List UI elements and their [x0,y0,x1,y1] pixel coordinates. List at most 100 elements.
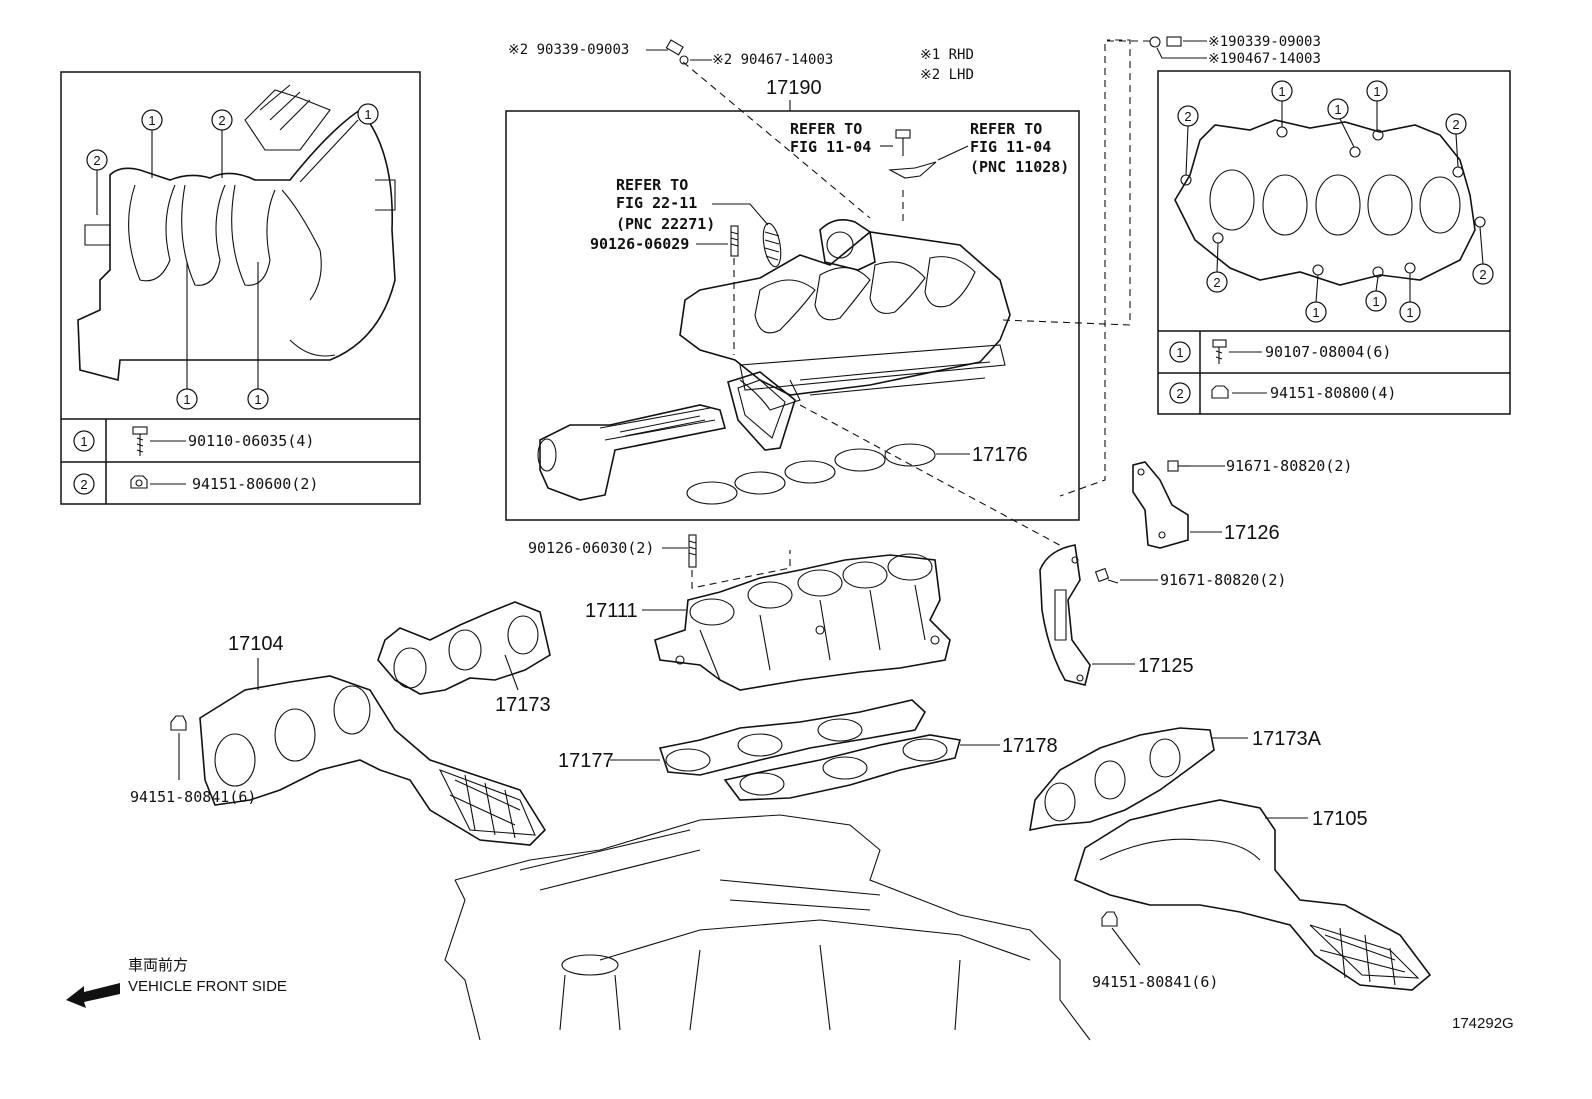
svg-text:2: 2 [1176,386,1183,401]
right-inset-gasket-drawing [1174,119,1486,286]
left-inset-callout-1d: 1 [247,262,269,410]
svg-text:※190339-09003: ※190339-09003 [1208,34,1321,50]
svg-text:91671-80820(2): 91671-80820(2) [1226,457,1352,475]
svg-text:2: 2 [1184,109,1191,124]
svg-text:2: 2 [218,113,225,128]
svg-text:1: 1 [1176,345,1183,360]
bolt-icon [895,129,911,156]
svg-text:1: 1 [148,113,155,128]
right-inset-callout-1d: 1 [1305,274,1327,323]
engine-block-drawing [444,814,1091,1041]
left-inset-callout-1b: 1 [299,103,379,183]
svg-text:(PNC 11028): (PNC 11028) [970,158,1069,176]
refer-fig-22-11: REFER TO FIG 22-11 (PNC 22271) [616,176,782,268]
left-inset-callout-1c: 1 [176,262,198,410]
svg-text:2: 2 [1452,117,1459,132]
throttle-adapter-drawing [727,371,1066,549]
nut-icon [170,715,187,731]
right-inset-callout-1f: 1 [1399,273,1421,323]
stud-90126-06030: 90126-06030(2) [528,534,791,589]
top-right-part-callouts: ※190339-09003 ※190467-14003 [1059,34,1321,497]
right-legend-row-1: 1 90107-08004(6) [1169,339,1391,364]
svg-text:REFER TO: REFER TO [970,120,1042,138]
gasket-17173: 17173 [377,601,551,716]
intake-duct-drawing [537,404,727,501]
svg-text:2: 2 [80,477,87,492]
svg-text:1: 1 [1334,102,1341,117]
nut-icon [130,475,148,489]
svg-text:17173: 17173 [495,694,551,716]
svg-text:17178: 17178 [1002,735,1058,757]
svg-text:(PNC 22271): (PNC 22271) [616,215,715,233]
svg-text:94151-80841(6): 94151-80841(6) [130,788,256,806]
throttle-body-drawing [819,190,904,271]
left-inset-callout-2b: 2 [86,149,108,215]
left-inset-manifold-drawing [77,84,396,382]
svg-text:94151-80600(2): 94151-80600(2) [192,475,318,493]
right-inset-callout-1c: 1 [1366,80,1388,130]
svg-text:FIG 11-04: FIG 11-04 [970,138,1051,156]
svg-text:1: 1 [183,392,190,407]
arrow-left-icon [66,983,120,1008]
gasket-small-icon [679,55,689,65]
nut-icon [1101,911,1118,927]
svg-text:2: 2 [1479,267,1486,282]
svg-text:90107-08004(6): 90107-08004(6) [1265,343,1391,361]
svg-text:※2 90467-14003: ※2 90467-14003 [712,52,833,68]
stud-90126-06029: 90126-06029 [590,225,739,355]
exhaust-manifold-17105: 17105 94151-80841(6) [1074,799,1432,991]
svg-text:2: 2 [93,153,100,168]
right-inset-callout-1b: 1 [1327,98,1355,148]
gasket-mesh-icon [762,222,782,268]
svg-text:REFER TO: REFER TO [790,120,862,138]
svg-text:17190: 17190 [766,77,822,99]
intake-plenum-drawing [679,39,1131,411]
gasket-17178: 17178 [723,734,1058,801]
left-inset-panel: 1 2 1 2 1 1 1 [60,71,421,505]
svg-text:17176: 17176 [972,444,1028,466]
bolt-icon [132,426,148,456]
bracket-17125: 91671-80820(2) 17125 [1039,544,1286,686]
right-inset-callout-2b: 2 [1445,113,1467,168]
bolt-icon [1167,460,1190,472]
svg-text:90126-06030(2): 90126-06030(2) [528,539,654,557]
svg-text:94151-80800(4): 94151-80800(4) [1270,384,1396,402]
vehicle-front-direction: 車両前方 VEHICLE FRONT SIDE [66,957,287,1008]
svg-text:17177: 17177 [558,750,614,772]
bolt-icon [1094,567,1119,584]
svg-text:91671-80820(2): 91671-80820(2) [1160,571,1286,589]
intake-manifold-17111: 17111 [585,553,951,691]
gasket-17173A: 17173A [1029,727,1322,832]
svg-text:17111: 17111 [585,600,638,622]
hand-drive-notes: ※1 RHD ※2 LHD [920,47,974,83]
svg-text:17126: 17126 [1224,522,1280,544]
gasket-17177: 17177 [558,699,927,776]
left-legend-row-1: 1 90110-06035(4) [73,426,314,456]
svg-text:車両前方: 車両前方 [128,957,188,974]
left-legend-row-2: 2 94151-80600(2) [73,473,318,495]
right-inset-callout-1a: 1 [1271,80,1293,127]
svg-text:17125: 17125 [1138,655,1194,677]
refer-fig-11-04-a: REFER TO FIG 11-04 [790,120,911,156]
refer-fig-11-04-b: REFER TO FIG 11-04 (PNC 11028) [888,120,1069,179]
right-inset-callout-2a: 2 [1177,105,1199,176]
svg-text:1: 1 [80,434,87,449]
top-left-part-callouts: ※2 90339-09003 ※2 90467-14003 [508,39,833,68]
svg-text:90110-06035(4): 90110-06035(4) [188,432,314,450]
right-legend-row-2: 2 94151-80800(4) [1169,382,1396,404]
svg-text:※1 RHD: ※1 RHD [920,47,974,63]
gaskets-17176: 17176 [686,443,1028,505]
svg-text:VEHICLE FRONT SIDE: VEHICLE FRONT SIDE [128,978,287,995]
left-inset-callout-2a: 2 [211,109,233,178]
bracket-17126: 91671-80820(2) 17126 [1132,457,1352,549]
clip-icon [888,161,937,179]
svg-text:1: 1 [1278,84,1285,99]
svg-text:1: 1 [1372,294,1379,309]
plug-icon [1149,36,1182,48]
diagram-id: 174292G [1452,1015,1514,1032]
svg-text:1: 1 [364,107,371,122]
plug-icon [665,39,684,56]
right-inset-callout-2d: 2 [1472,226,1494,285]
svg-text:17105: 17105 [1312,808,1368,830]
